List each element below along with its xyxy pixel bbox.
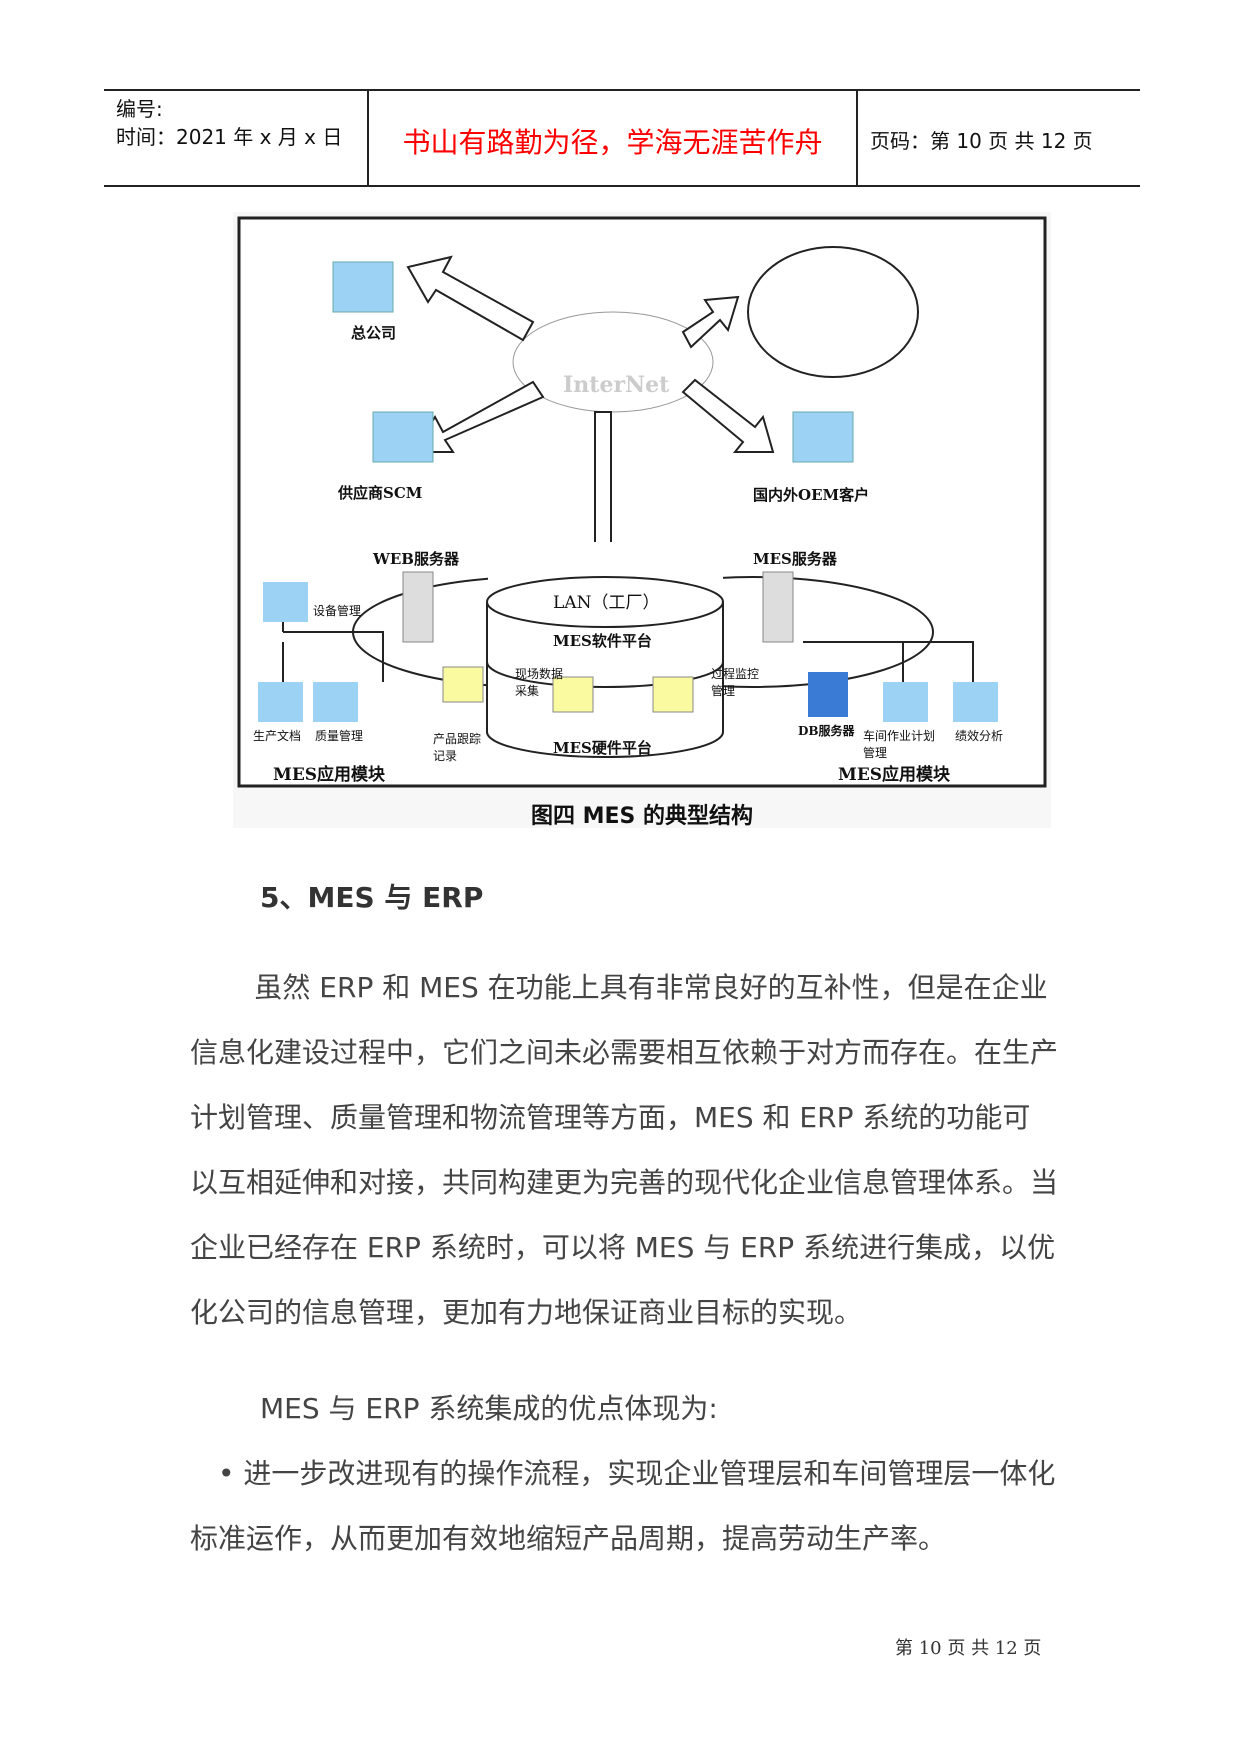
label-oem: 国内外OEM客户 [753,486,870,504]
label-hq: 总公司 [351,324,397,342]
diagram-graphic [237,216,1047,788]
label-supplier: 供应商SCM [338,484,423,502]
label-mes-server: MES服务器 [753,550,837,568]
intro-line: MES 与 ERP 系统集成的优点体现为: [260,1392,718,1425]
label-mes-software: MES软件平台 [553,632,652,650]
label-perf: 绩效分析 [955,729,1004,743]
label-process: 过程监控管理 [711,667,760,698]
label-workshop: 车间作业计划管理 [863,729,936,760]
body-paragraph: 虽然 ERP 和 MES 在功能上具有非常良好的互补性，但是在企业信息化建设过程… [190,971,1059,1329]
bullet-item: • 进一步改进现有的操作流程，实现企业管理层和车间管理层一体化标准运作，从而更加… [190,1457,1056,1555]
label-quality: 质量管理 [315,729,364,743]
label-docs: 生产文档 [253,729,302,743]
time-label: 时间：2021 年 x 月 x 日 [116,125,343,149]
label-app-left: MES应用模块 [273,765,386,785]
mes-architecture-figure: 总公司 InterNet 供应商SCM 国内外OEM客户 WEB服务器 MES服… [233,212,1051,829]
label-app-right: MES应用模块 [838,765,951,785]
label-lan: LAN（工厂） [553,593,660,613]
label-equipment: 设备管理 [313,604,362,618]
label-web-server: WEB服务器 [373,550,459,568]
header-meta: 编号: 时间：2021 年 x 月 x 日 [116,95,342,151]
motto: 书山有路勤为径，学海无涯苦作舟 [402,126,823,159]
number-label: 编号: [116,97,163,121]
page-info: 页码：第 10 页 共 12 页 [870,129,1093,153]
label-collect: 现场数据采集 [515,667,564,698]
label-db: DB服务器 [798,724,855,738]
divider [856,91,858,185]
label-tracking: 产品跟踪记录 [433,732,482,763]
page-footer: 第 10 页 共 12 页 [895,1638,1042,1659]
label-mes-hardware: MES硬件平台 [553,739,652,757]
section-heading: 5、MES 与 ERP [260,881,484,914]
label-internet: InterNet [563,372,670,398]
figure-caption: 图四 MES 的典型结构 [530,804,754,829]
page-header: 编号: 时间：2021 年 x 月 x 日 书山有路勤为径，学海无涯苦作舟 页码… [104,89,1140,187]
divider [367,91,369,185]
